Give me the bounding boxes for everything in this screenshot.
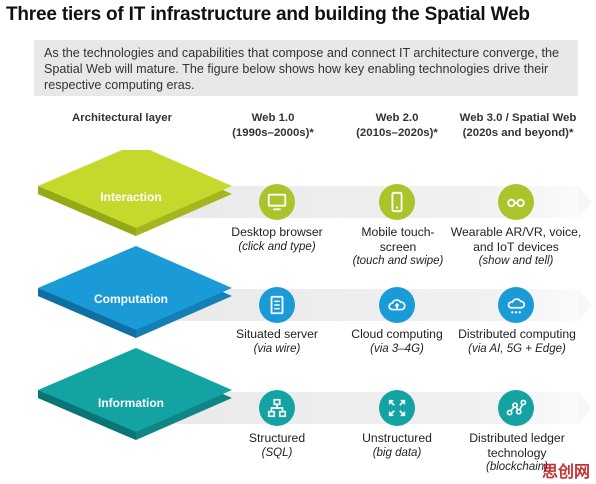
- cloud-computing-title: Cloud computing: [351, 327, 443, 341]
- mobile-touchscreen-title: Mobile touch-screen: [361, 225, 435, 254]
- web1-name: Web 1.0: [251, 112, 295, 124]
- column-header-web3: Web 3.0 / Spatial Web (2020s and beyond)…: [448, 111, 588, 141]
- structured-circle: [259, 390, 295, 426]
- cloud-computing-circle: [379, 287, 415, 323]
- scatter-arrows-icon: [388, 399, 406, 417]
- structured-label: Structured (SQL): [222, 431, 332, 460]
- distributed-ledger-circle: [498, 390, 534, 426]
- wearable-circle: [498, 184, 534, 220]
- monitor-icon: [267, 193, 287, 211]
- glasses-icon: [507, 198, 525, 208]
- mobile-touchscreen-circle: [379, 184, 415, 220]
- web2-era: (2010s–2020s)*: [356, 127, 438, 139]
- unstructured-title: Unstructured: [362, 431, 432, 445]
- computation-band-arrow: [578, 289, 592, 321]
- situated-server-circle: [259, 287, 295, 323]
- watermark-logo: 思创网: [541, 464, 590, 481]
- interaction-layer: Interaction: [38, 150, 232, 236]
- cloud-upload-icon: [388, 299, 406, 311]
- distributed-computing-sub: (via AI, 5G + Edge): [468, 342, 566, 355]
- desktop-browser-sub: (click and type): [238, 240, 316, 253]
- hierarchy-icon: [267, 398, 287, 418]
- desktop-browser-label: Desktop browser (click and type): [222, 225, 332, 254]
- situated-server-sub: (via wire): [253, 342, 301, 355]
- situated-server-label: Situated server (via wire): [222, 327, 332, 356]
- column-header-web2: Web 2.0 (2010s–2020s)*: [342, 111, 452, 141]
- network-nodes-icon: [506, 399, 527, 416]
- web1-era: (1990s–2000s)*: [232, 127, 314, 139]
- situated-server-title: Situated server: [236, 327, 318, 341]
- information-layer: Information: [38, 348, 232, 440]
- wearable-title: Wearable AR/VR, voice, and IoT devices: [450, 225, 582, 254]
- unstructured-sub: (big data): [372, 446, 422, 459]
- desktop-browser-circle: [259, 184, 295, 220]
- distributed-ledger-title: Distributed ledger technology: [469, 431, 565, 460]
- web3-era: (2020s and beyond)*: [462, 127, 574, 139]
- distributed-ledger-sub: (blockchain): [486, 461, 548, 473]
- interaction-layer-label: Interaction: [100, 190, 161, 204]
- unstructured-label: Unstructured (big data): [340, 431, 454, 460]
- column-header-architectural-layer: Architectural layer: [62, 111, 182, 126]
- distributed-ledger-label: Distributed ledger technology (blockchai…: [462, 431, 572, 475]
- distributed-cloud-icon: [507, 298, 526, 314]
- structured-sub: (SQL): [261, 446, 293, 459]
- cloud-computing-label: Cloud computing (via 3–4G): [340, 327, 454, 356]
- intro-text: As the technologies and capabilities tha…: [34, 40, 578, 96]
- phone-icon: [391, 191, 403, 213]
- distributed-computing-circle: [498, 287, 534, 323]
- mobile-touchscreen-sub: (touch and swipe): [352, 255, 444, 267]
- distributed-computing-title: Distributed computing: [458, 327, 576, 341]
- computation-layer: Computation: [38, 246, 232, 338]
- cloud-computing-sub: (via 3–4G): [370, 342, 424, 355]
- wearable-sub: (show and tell): [478, 255, 554, 267]
- figure-title: Three tiers of IT infrastructure and bui…: [6, 4, 530, 25]
- distributed-computing-label: Distributed computing (via AI, 5G + Edge…: [450, 327, 584, 356]
- desktop-browser-title: Desktop browser: [231, 225, 323, 239]
- interaction-band-arrow: [578, 186, 592, 218]
- computation-layer-label: Computation: [94, 292, 168, 306]
- layers-stack: Information Computation Interaction: [38, 150, 232, 440]
- server-icon: [270, 295, 284, 315]
- column-header-web1: Web 1.0 (1990s–2000s)*: [218, 111, 328, 141]
- web2-name: Web 2.0: [375, 112, 419, 124]
- web3-name: Web 3.0 / Spatial Web: [459, 112, 577, 124]
- information-layer-label: Information: [98, 396, 164, 410]
- unstructured-circle: [379, 390, 415, 426]
- column-header-architectural-layer-text: Architectural layer: [71, 112, 173, 124]
- mobile-touchscreen-label: Mobile touch-screen (touch and swipe): [350, 225, 446, 269]
- structured-title: Structured: [248, 431, 306, 445]
- information-band-arrow: [578, 392, 592, 424]
- wearable-label: Wearable AR/VR, voice, and IoT devices (…: [448, 225, 584, 269]
